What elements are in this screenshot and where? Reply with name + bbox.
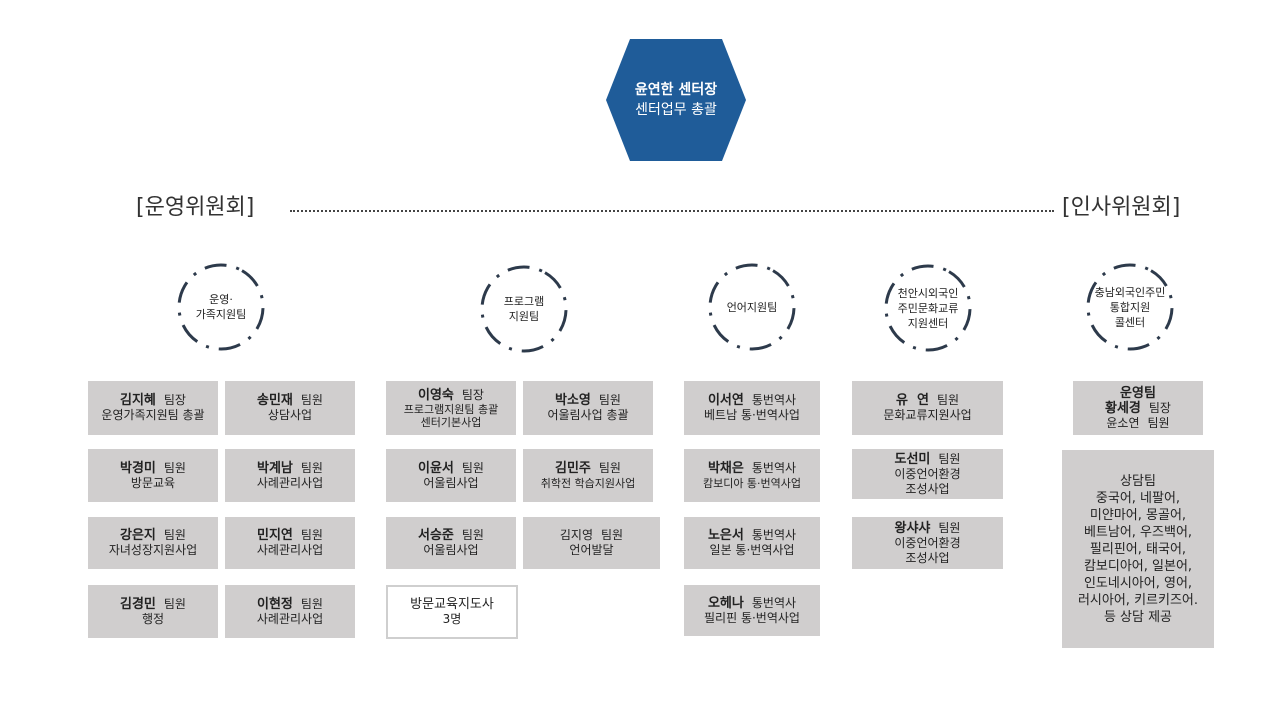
personnel-committee: [인사위원회]: [1062, 195, 1181, 220]
team-circle-call-center: 충남외국인주민 통합지원 콜센터: [1084, 261, 1176, 353]
director-role: 센터업무 총괄: [635, 102, 717, 118]
hexagon-shape: [606, 39, 746, 161]
team-circle-program: 프로그램 지원팀: [478, 263, 570, 355]
team-label-operations: 운영· 가족지원팀: [195, 293, 247, 321]
team-circle-language: 언어지원팀: [706, 261, 798, 353]
team-label-cultural-center: 천안시외국인 주민문화교류 지원센터: [897, 286, 959, 330]
counsel-team-card: 상담팀 중국어, 네팔어, 미얀마어, 몽골어, 베트남어, 우즈백어, 필리핀…: [1062, 450, 1214, 648]
team-circle-cultural-center: 천안시외국인 주민문화교류 지원센터: [882, 262, 974, 354]
team-circle-operations: 운영· 가족지원팀: [175, 261, 267, 353]
team-label-program: 프로그램 지원팀: [503, 295, 545, 323]
team-label-language: 언어지원팀: [726, 300, 778, 314]
team-label-call-center: 충남외국인주민 통합지원 콜센터: [1094, 285, 1166, 329]
visit-teachers-card: 방문교육지도사 3명: [386, 585, 518, 639]
steering-committee: [운영위원회]: [136, 195, 255, 220]
committee-connector-line: [290, 210, 1054, 212]
director-node: 윤연한 센터장 센터업무 총괄: [606, 39, 746, 161]
director-name: 윤연한 센터장: [634, 82, 718, 98]
